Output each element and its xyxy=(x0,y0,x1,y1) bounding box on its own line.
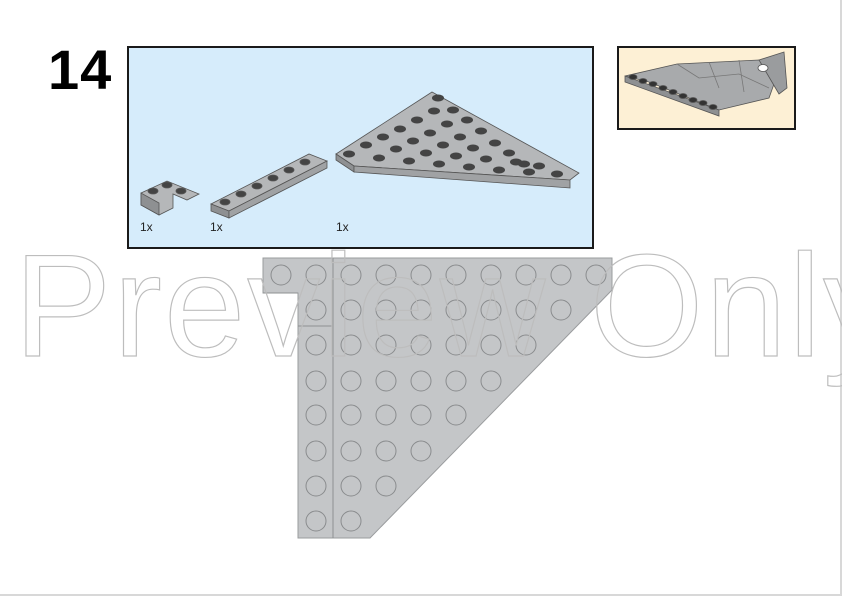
part-quantity: 1x xyxy=(336,220,349,234)
step-number: 14 xyxy=(48,38,113,101)
submodel-callout-box xyxy=(617,46,796,130)
parts-list-box: 1x 1x 1x xyxy=(127,46,594,249)
corner-plate-icon xyxy=(140,180,200,216)
parts-illustration xyxy=(140,91,580,219)
wedge-plate-assembly xyxy=(262,257,613,539)
wedge-plate-icon xyxy=(335,91,580,189)
submodel-preview-icon xyxy=(624,51,788,117)
plate-1x6-icon xyxy=(210,153,328,219)
part-quantity: 1x xyxy=(210,220,223,234)
part-quantity: 1x xyxy=(140,220,153,234)
